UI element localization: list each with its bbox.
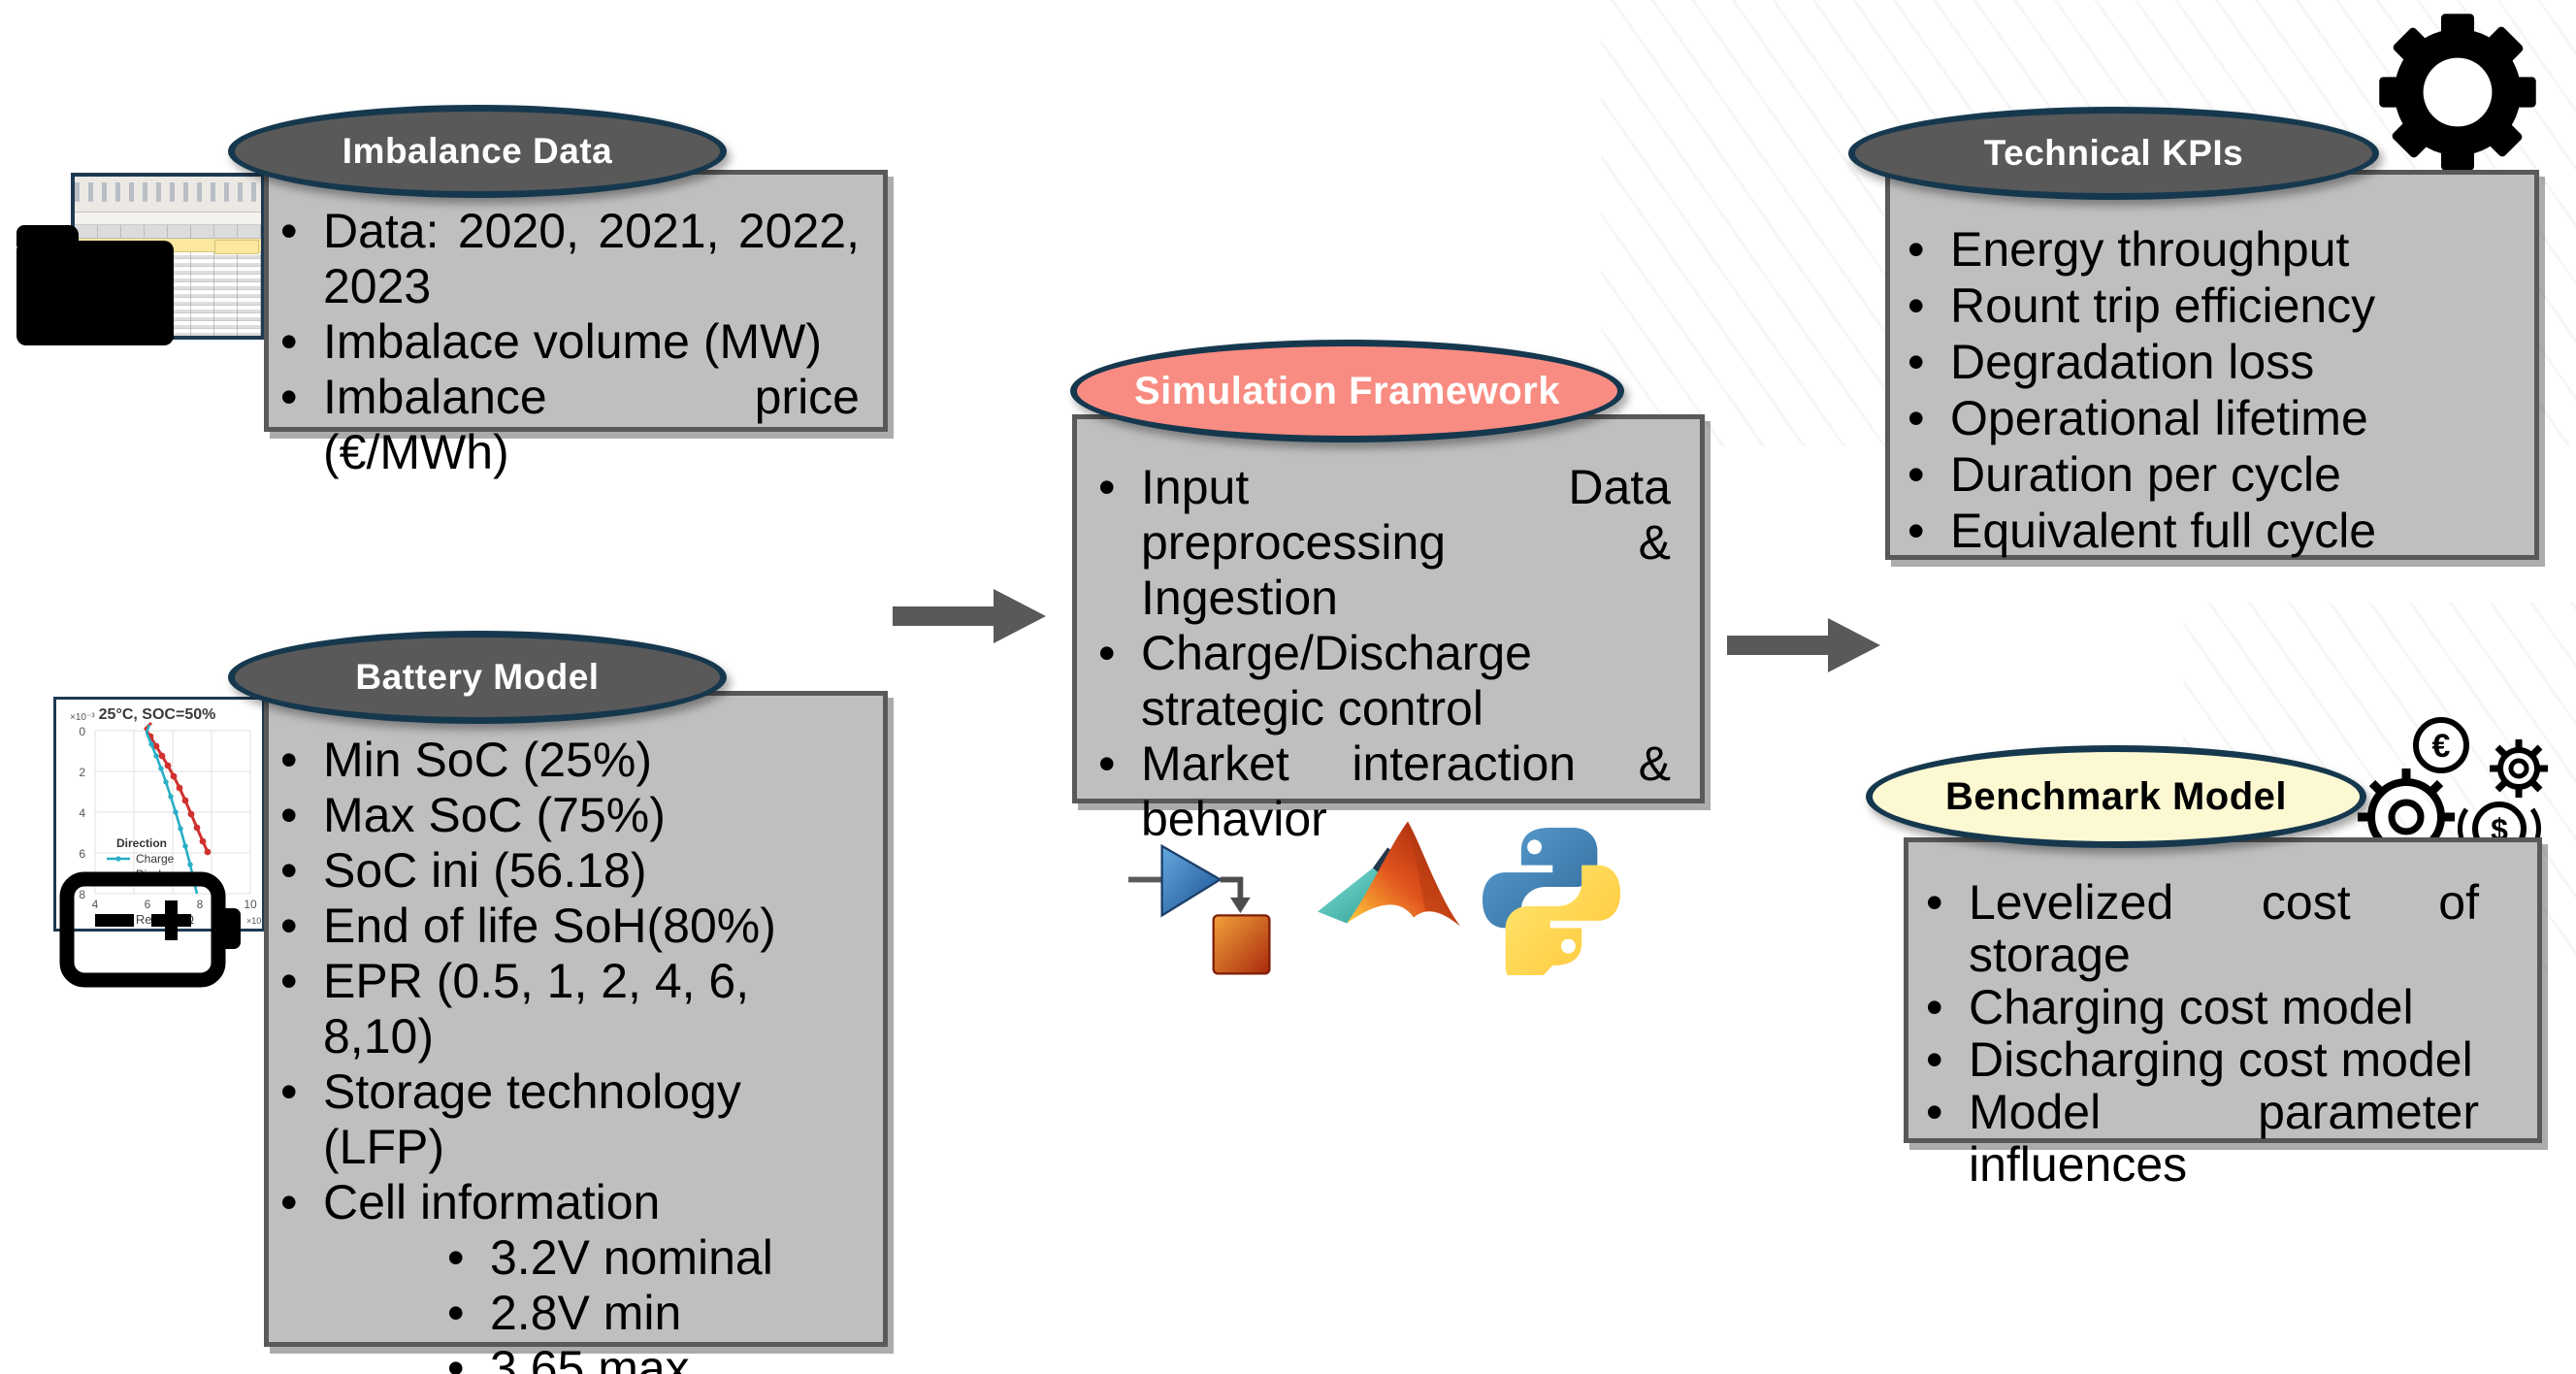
cell-information-sublist: 3.2V nominal 2.8V min 3.65 max 50 Ah [269,1230,871,1374]
impedance-plot-svg: 25°C, SOC=50% ×10⁻³ 0 2 4 6 8 4 6 8 10 R… [70,706,269,927]
plot-x-exponent: ×10⁻³ [246,916,262,926]
list-item: Operational lifetime [1896,390,2525,446]
simulink-logo [1128,833,1274,978]
spreadsheet-column-header [75,225,261,239]
arrow-simulation-to-outputs [1727,595,1882,701]
matlab-logo [1315,815,1489,985]
list-item: Min SoC (25%) [269,733,871,788]
list-item: 2.8V min [436,1286,871,1341]
y-tick: 6 [79,847,85,861]
simulation-framework-box: Input Data preprocessing & Ingestion Cha… [1072,414,1705,846]
legend-charge: Charge [136,852,175,866]
y-tick: 0 [79,725,85,738]
list-item: Max SoC (75%) [269,788,871,843]
x-tick: 10 [244,898,257,911]
battery-model-list: Min SoC (25%) Max SoC (75%) SoC ini (56.… [269,733,871,1230]
list-item: Model parameter influences [1914,1086,2479,1191]
simulation-framework-title: Simulation Framework [1134,369,1560,412]
spreadsheet-ribbon [75,177,261,213]
discharge-series [144,721,212,856]
list-item: Data: 2020, 2021, 2022, 2023 [269,204,860,314]
arrow-inputs-to-simulation [893,566,1048,671]
list-item: End of life SoH(80%) [269,899,871,954]
plot-title: 25°C, SOC=50% [99,706,216,723]
imbalance-data-list: Data: 2020, 2021, 2022, 2023 Imbalace vo… [269,204,860,480]
list-item: Charging cost model [1914,981,2479,1033]
spreadsheet-highlight-cell [214,240,259,254]
list-item: 3.2V nominal [436,1230,871,1286]
spreadsheet-formula-bar [75,213,261,225]
list-item: Cell information [269,1175,871,1230]
technical-kpis-list: Energy throughput Rount trip efficiency … [1890,221,2525,559]
list-item: Input Data preprocessing & Ingestion [1087,460,1671,626]
list-item: Imbalance price (€/MWh) [269,370,860,480]
simulation-framework-header: Simulation Framework [1070,340,1624,442]
list-item: Market interaction & behavior [1087,736,1671,847]
plot-y-exponent: ×10⁻³ [70,712,95,723]
gear-icon [2375,14,2540,171]
charge-series [145,724,199,895]
list-item: Equivalent full cycle [1896,503,2525,559]
technical-kpis-title: Technical KPIs [1983,133,2244,173]
x-tick: 8 [197,898,204,911]
battery-model-header: Battery Model [228,631,727,724]
battery-model-title: Battery Model [355,657,600,697]
imbalance-data-header: Imbalance Data [228,105,727,198]
battery-impedance-plot: 25°C, SOC=50% ×10⁻³ 0 2 4 6 8 4 6 8 10 R… [53,697,269,932]
euro-coin-icon: € [2413,717,2469,773]
list-item: Discharging cost model [1914,1033,2479,1086]
benchmark-model-title: Benchmark Model [1944,774,2288,818]
imbalance-data-title: Imbalance Data [342,131,613,171]
list-item: Storage technology (LFP) [269,1064,871,1175]
list-item: Degradation loss [1896,334,2525,390]
list-item: Energy throughput [1896,221,2525,278]
benchmark-model-list: Levelized cost of storage Charging cost … [1908,876,2479,1191]
technical-kpis-box: Energy throughput Rount trip efficiency … [1885,170,2539,560]
list-item: 3.65 max [436,1341,871,1374]
x-tick: 6 [145,898,151,911]
list-item: EPR (0.5, 1, 2, 4, 6, 8,10) [269,954,871,1064]
list-item: Rount trip efficiency [1896,278,2525,334]
battery-outline-icon [58,869,252,990]
list-item: Levelized cost of storage [1914,876,2479,981]
battery-model-box: Min SoC (25%) Max SoC (75%) SoC ini (56.… [264,691,888,1374]
y-tick: 2 [79,766,85,779]
imbalance-data-box: Data: 2020, 2021, 2022, 2023 Imbalace vo… [264,170,888,479]
svg-text:€: € [2432,728,2451,765]
list-item: Charge/Discharge strategic control [1087,626,1671,736]
x-tick: 4 [92,898,99,911]
folder-icon [16,225,174,345]
benchmark-model-header: Benchmark Model [1866,745,2366,848]
simulation-framework-list: Input Data preprocessing & Ingestion Cha… [1077,460,1671,847]
list-item: SoC ini (56.18) [269,843,871,899]
technical-kpis-header: Technical KPIs [1848,107,2379,200]
list-item: Imbalace volume (MW) [269,314,860,370]
benchmark-model-box: Levelized cost of storage Charging cost … [1904,837,2542,1191]
y-tick: 4 [79,806,85,820]
list-item: Duration per cycle [1896,446,2525,503]
y-tick: 8 [79,888,85,901]
legend-title: Direction [116,836,167,850]
small-gear-icon [2490,739,2548,798]
